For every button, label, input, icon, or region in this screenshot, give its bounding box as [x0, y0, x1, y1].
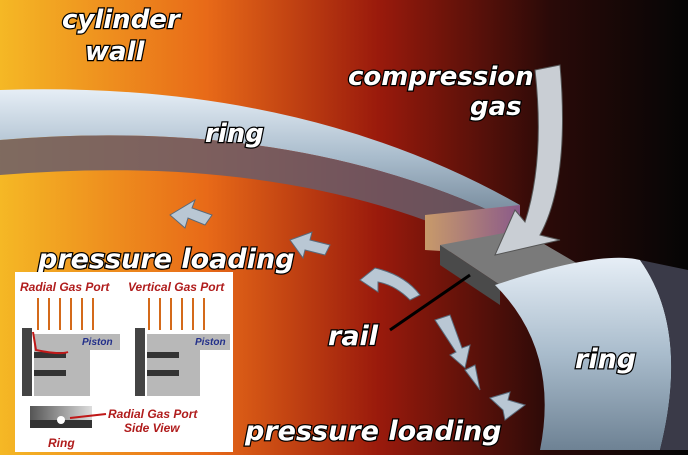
- pressure-arrow-icon: [169, 198, 213, 229]
- inset-ring: Ring: [48, 436, 75, 450]
- pressure-arrow-icon: [434, 314, 471, 369]
- pressure-arrow-icon: [464, 364, 481, 391]
- label-ring-right: ring: [575, 344, 636, 375]
- label-cylinder: cylinder: [62, 5, 182, 35]
- label-gas: gas: [470, 92, 522, 122]
- label-compression: compression: [348, 62, 534, 92]
- pressure-arrow-icon: [489, 391, 527, 421]
- right-ring: [495, 257, 672, 450]
- label-rail: rail: [328, 321, 379, 352]
- top-ring: [0, 89, 520, 225]
- right-ring-edge: [640, 260, 688, 450]
- label-wall: wall: [85, 37, 145, 67]
- inset-side-view-2: Side View: [124, 421, 180, 435]
- rail-pointer-line: [389, 273, 471, 332]
- inset-vertical-title: Vertical Gas Port: [128, 280, 225, 294]
- pressure-arrow-icon: [289, 231, 331, 260]
- gas-port-inset: Radial Gas Port Vertical Gas Port Piston…: [15, 272, 233, 452]
- label-pressure-loading-bottom: pressure loading: [244, 416, 502, 447]
- top-ring-side: [0, 135, 520, 255]
- gas-pressure-arrows-icon: [37, 298, 205, 330]
- pressure-arrow-icon: [359, 267, 421, 301]
- inset-piston-right: Piston: [195, 337, 226, 348]
- inset-radial-title: Radial Gas Port: [20, 280, 110, 294]
- inset-piston-left: Piston: [82, 337, 113, 348]
- inset-side-view-1: Radial Gas Port: [108, 407, 198, 421]
- compression-gas-arrow-icon: [494, 64, 563, 256]
- label-pressure-loading-top: pressure loading: [37, 244, 295, 275]
- label-ring-top: ring: [205, 119, 264, 149]
